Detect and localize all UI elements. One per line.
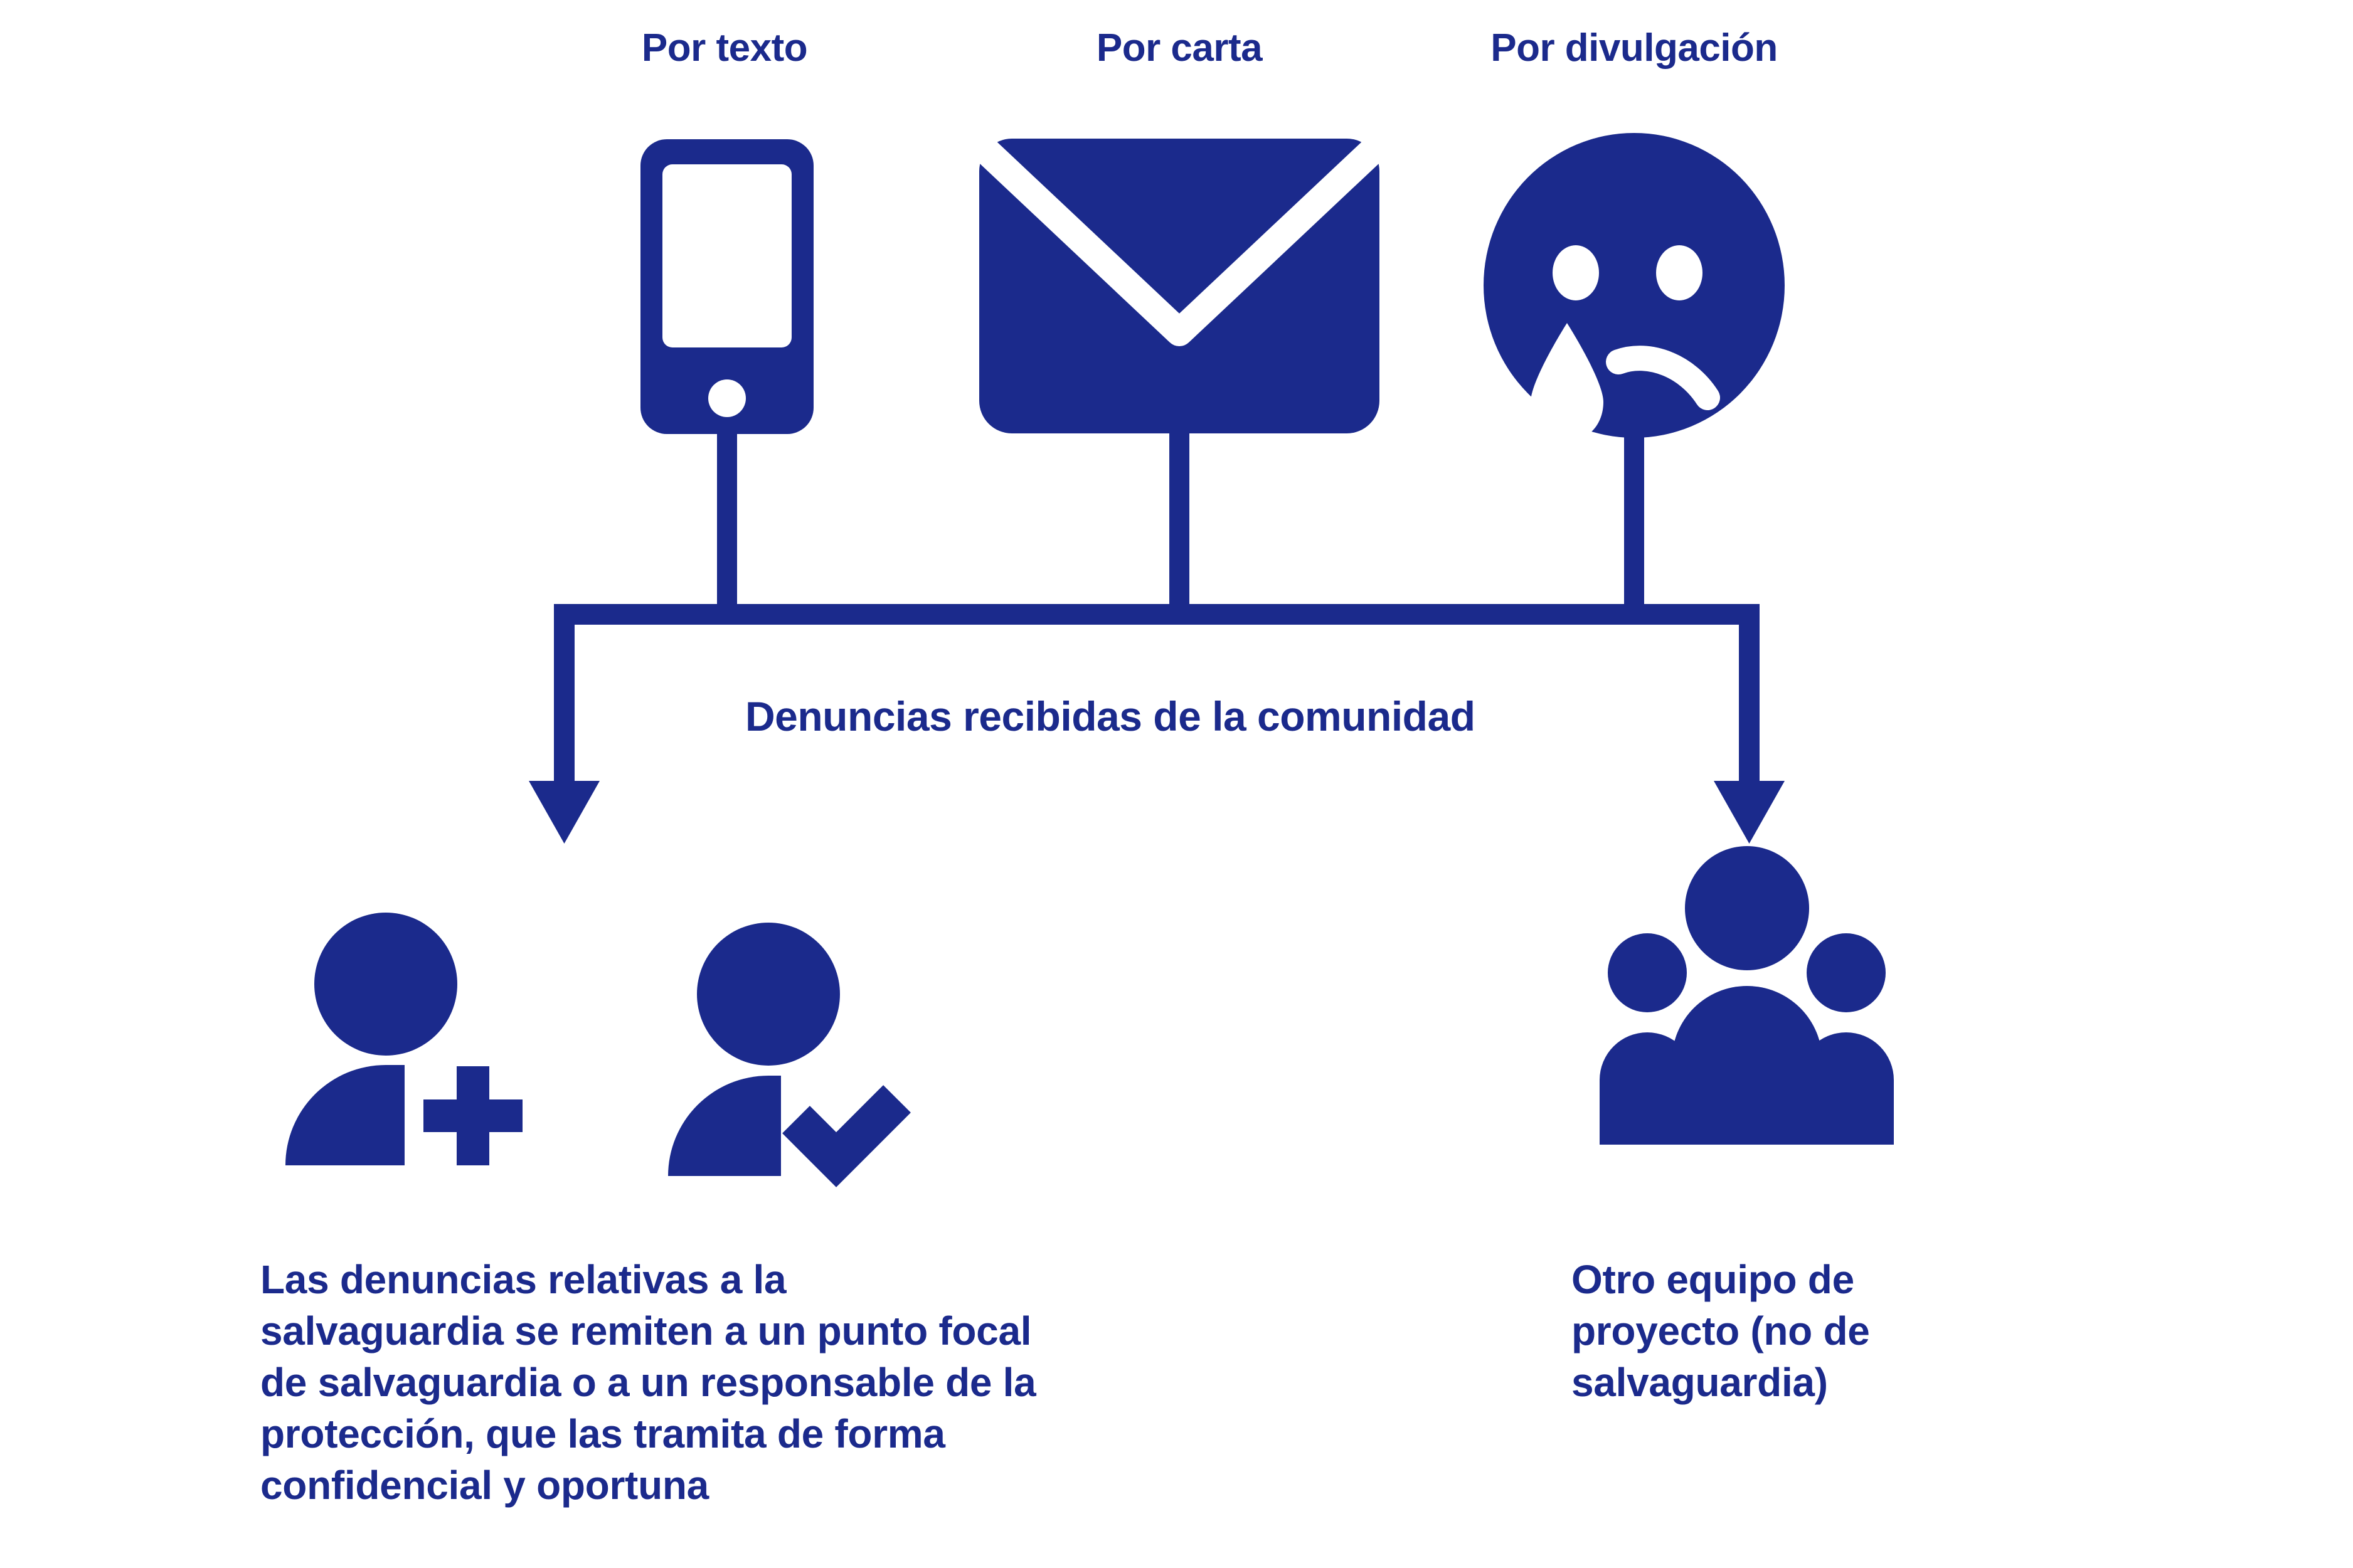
bus-label-text: Denuncias recibidas de la comunidad — [745, 693, 1475, 739]
left-paragraph-line: salvaguardia se remiten a un punto focal — [260, 1308, 1031, 1353]
left-paragraph-line: protección, que las tramita de forma — [260, 1411, 945, 1456]
face-left-eye — [1553, 245, 1599, 300]
envelope-body — [979, 139, 1379, 433]
arrowhead-left — [529, 781, 600, 844]
group-left-head — [1608, 933, 1687, 1012]
right-outcome-paragraph: Otro equipo de proyecto (no de salvaguar… — [1571, 1257, 1870, 1405]
phone-home-button — [708, 379, 746, 417]
envelope-flap-crease — [952, 118, 1406, 346]
phone-screen — [662, 164, 792, 347]
person-add-icon — [285, 913, 523, 1165]
sad-face-crying-icon — [1484, 133, 1785, 442]
left-paragraph-line: de salvaguardia o a un responsable de la — [260, 1360, 1036, 1405]
checkmark — [782, 1085, 911, 1187]
person-check-icon — [668, 923, 911, 1187]
bus-right-drop — [1739, 604, 1760, 786]
group-center-head — [1685, 846, 1809, 970]
connector-stems — [717, 433, 1644, 612]
face-teardrop — [1531, 323, 1603, 442]
plus-horizontal — [423, 1099, 523, 1132]
arrowhead-right — [1714, 781, 1785, 844]
left-paragraph-line: confidencial y oportuna — [260, 1463, 709, 1508]
right-paragraph-line: salvaguardia) — [1571, 1360, 1828, 1405]
source-label-carta: Por carta — [1097, 26, 1263, 70]
bus-left-drop — [554, 604, 575, 786]
bus-bar — [554, 604, 1760, 625]
person-check-body — [668, 1076, 781, 1176]
source-label-divulgacion: Por divulgación — [1490, 26, 1778, 70]
right-paragraph-line: proyecto (no de — [1571, 1308, 1870, 1353]
face-frown-mouth — [1606, 346, 1720, 410]
left-paragraph-line: Las denuncias relativas a la — [260, 1257, 787, 1302]
person-add-head — [314, 913, 457, 1056]
face-circle — [1484, 133, 1785, 438]
stem-phone — [717, 433, 737, 612]
stem-envelope — [1169, 433, 1189, 612]
group-center-body — [1672, 986, 1822, 1145]
right-paragraph-line: Otro equipo de — [1571, 1257, 1854, 1302]
envelope-icon — [952, 118, 1406, 433]
stem-face — [1624, 433, 1644, 612]
group-right-head — [1807, 933, 1886, 1012]
left-outcome-paragraph: Las denuncias relativas a la salvaguardi… — [260, 1257, 1036, 1508]
person-add-body — [285, 1065, 405, 1165]
source-label-text: Por texto — [642, 26, 807, 70]
connector-bus-and-arrows — [529, 604, 1785, 844]
person-check-head — [697, 923, 840, 1066]
people-group-icon — [1600, 846, 1894, 1145]
group-left-body — [1600, 1032, 1695, 1145]
mobile-phone-icon — [640, 139, 814, 434]
face-right-eye — [1656, 245, 1702, 300]
